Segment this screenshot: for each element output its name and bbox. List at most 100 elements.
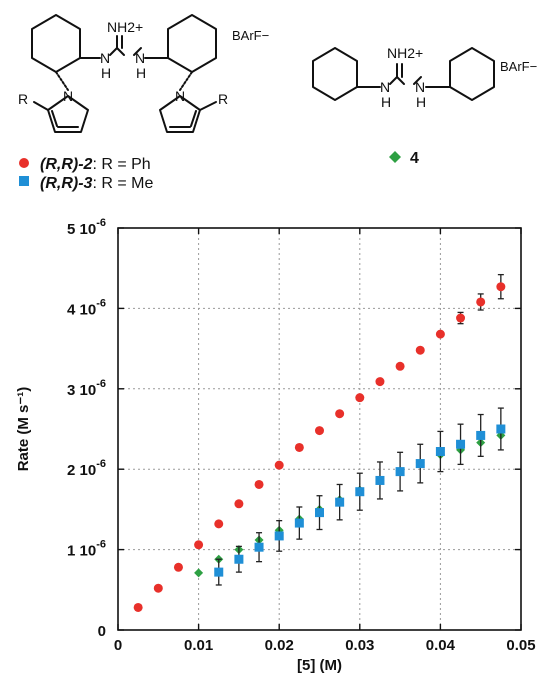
legend-marker-circle bbox=[19, 158, 29, 168]
left-cyclohexane-ring bbox=[31, 14, 81, 73]
chart-series bbox=[133, 273, 506, 612]
y-tick-exponent: -6 bbox=[96, 539, 106, 551]
data-point-circle bbox=[496, 282, 506, 292]
data-point-circle bbox=[315, 426, 324, 436]
data-point-square bbox=[355, 487, 365, 497]
x-axis-label: [5] (M) bbox=[297, 657, 342, 674]
left-nh1-h-label: H bbox=[101, 65, 111, 81]
data-point-square bbox=[476, 430, 486, 440]
right-nh2-h-label: H bbox=[416, 94, 426, 110]
plot-frame bbox=[117, 227, 522, 631]
y-tick-label: 1 10-6 bbox=[67, 539, 106, 560]
y-tick-exponent: -6 bbox=[96, 297, 106, 309]
legend-item-3-desc: : R = Me bbox=[92, 175, 153, 192]
data-point-diamond bbox=[194, 568, 204, 578]
right-cyclohexane-b bbox=[449, 47, 495, 101]
mid-cyclohexane-ring bbox=[167, 14, 217, 73]
left-pyrrole-ring bbox=[47, 95, 89, 133]
legend-item-3-compound: (R,R)-3 bbox=[40, 175, 93, 192]
data-point-circle bbox=[435, 329, 445, 339]
right-cation-label: NH2+ bbox=[387, 45, 423, 61]
data-point-circle bbox=[395, 361, 405, 371]
left-pyrrole-n2-label: N bbox=[175, 88, 185, 104]
data-point-square bbox=[415, 459, 425, 469]
y-tick-label: 5 10-6 bbox=[67, 217, 106, 238]
y-tick-mantissa: 3 10 bbox=[67, 382, 96, 399]
data-point-square bbox=[496, 424, 506, 434]
x-tick-label: 0.03 bbox=[345, 637, 374, 654]
chart-grid bbox=[118, 228, 521, 630]
legend-item-2-compound: (R,R)-2 bbox=[40, 156, 93, 173]
data-point-circle bbox=[133, 602, 143, 612]
y-tick-mantissa: 2 10 bbox=[67, 462, 96, 479]
right-cyclohexane-a bbox=[312, 47, 358, 101]
series-square bbox=[214, 407, 506, 586]
data-point-square bbox=[395, 467, 405, 477]
data-point-circle bbox=[173, 562, 183, 572]
right-nh2-label: N bbox=[415, 79, 425, 95]
data-point-square bbox=[335, 497, 345, 507]
data-point-square bbox=[274, 531, 284, 541]
left-r1-label: R bbox=[18, 91, 28, 107]
y-tick-label: 2 10-6 bbox=[67, 458, 106, 479]
data-point-circle bbox=[153, 583, 163, 593]
left-anion-label: BArF− bbox=[232, 28, 269, 43]
data-point-square bbox=[294, 518, 304, 528]
right-anion-label: BArF− bbox=[500, 59, 537, 74]
left-nh1-label: N bbox=[100, 50, 110, 66]
legend-marker-square bbox=[19, 176, 29, 186]
y-tick-mantissa: 1 10 bbox=[67, 543, 96, 560]
right-nh1-label: N bbox=[380, 79, 390, 95]
y-tick-exponent: -6 bbox=[96, 217, 106, 229]
left-r2-label: R bbox=[218, 91, 228, 107]
chart-ticks bbox=[117, 227, 522, 631]
legend-item-2: (R,R)-2: R = Ph bbox=[40, 156, 151, 173]
data-point-circle bbox=[355, 393, 365, 403]
right-nh1-h-label: H bbox=[381, 94, 391, 110]
y-tick-exponent: -6 bbox=[96, 378, 106, 390]
left-nh2-label: N bbox=[135, 50, 145, 66]
left-nh2-h-label: H bbox=[136, 65, 146, 81]
x-tick-label: 0 bbox=[114, 637, 122, 654]
data-point-square bbox=[375, 475, 385, 485]
data-point-square bbox=[315, 508, 324, 518]
legend-marker-diamond bbox=[389, 151, 401, 163]
x-tick-label: 0.05 bbox=[506, 637, 535, 654]
right-pyrrole-ring bbox=[159, 95, 201, 133]
left-cation-label: NH2+ bbox=[107, 19, 143, 35]
y-tick-label: 0 bbox=[98, 623, 106, 640]
y-tick-mantissa: 4 10 bbox=[67, 301, 96, 318]
left-pyrrole-n1-label: N bbox=[63, 88, 73, 104]
data-point-circle bbox=[234, 499, 244, 509]
legend-item-4-compound: 4 bbox=[410, 150, 419, 167]
data-point-circle bbox=[476, 297, 486, 307]
data-point-square bbox=[214, 567, 224, 577]
data-point-square bbox=[234, 554, 244, 564]
x-tick-label: 0.02 bbox=[265, 637, 294, 654]
legend-item-2-desc: : R = Ph bbox=[92, 156, 150, 173]
y-tick-label: 4 10-6 bbox=[67, 297, 106, 318]
data-point-circle bbox=[335, 409, 345, 419]
legend: (R,R)-2: R = Ph (R,R)-3: R = Me 4 bbox=[19, 150, 419, 192]
x-tick-label: 0.01 bbox=[184, 637, 213, 654]
data-point-circle bbox=[254, 479, 264, 489]
y-tick-label: 3 10-6 bbox=[67, 378, 106, 399]
data-point-circle bbox=[375, 377, 385, 387]
data-point-circle bbox=[415, 345, 425, 355]
y-tick-mantissa: 0 bbox=[98, 623, 106, 640]
data-point-circle bbox=[294, 442, 304, 452]
data-point-circle bbox=[456, 313, 466, 323]
left-stereo-bond bbox=[55, 71, 69, 91]
data-point-circle bbox=[214, 519, 224, 529]
series-circle bbox=[133, 273, 506, 612]
data-point-circle bbox=[274, 460, 284, 470]
data-point-square bbox=[435, 447, 445, 457]
legend-item-3: (R,R)-3: R = Me bbox=[40, 175, 153, 192]
y-axis-label: Rate (M s⁻¹) bbox=[15, 387, 32, 472]
x-tick-label: 0.04 bbox=[426, 637, 456, 654]
chemical-structures bbox=[31, 14, 495, 133]
y-tick-mantissa: 5 10 bbox=[67, 221, 96, 238]
